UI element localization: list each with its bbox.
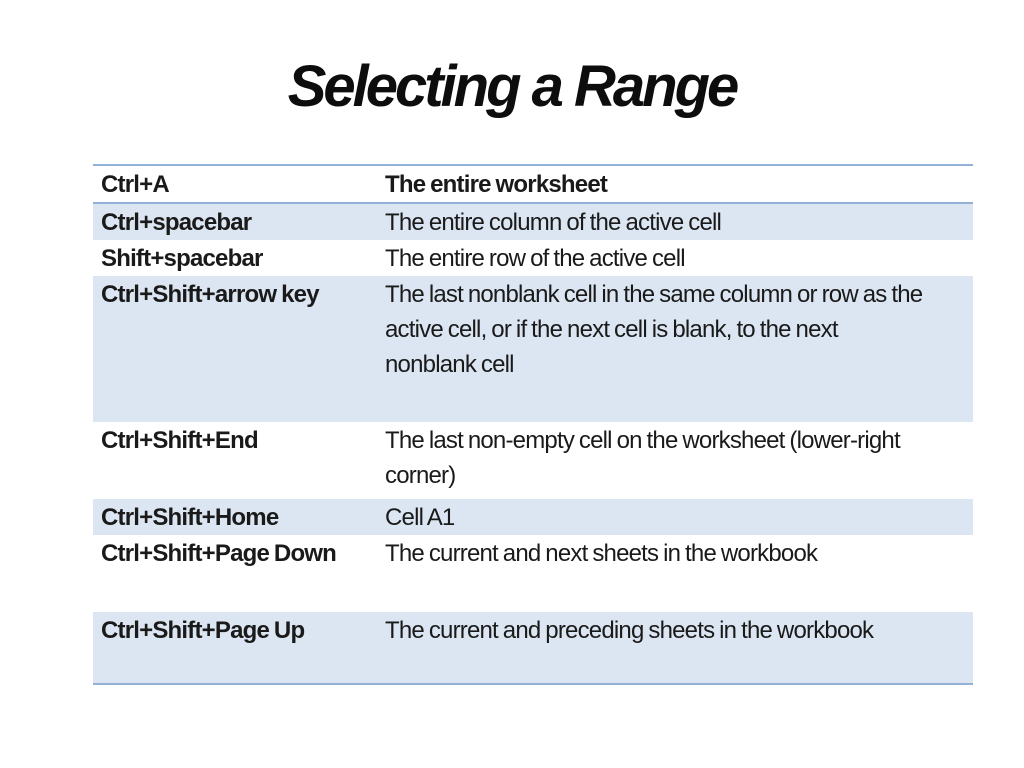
table-row: Ctrl+Shift+Home Cell A1	[93, 499, 973, 535]
table-row: Ctrl+Shift+arrow key The last nonblank c…	[93, 276, 973, 422]
shortcut-description-cell: The last non-empty cell on the worksheet…	[385, 427, 901, 489]
shortcut-description-cell: The current and next sheets in the workb…	[385, 540, 818, 567]
shortcut-description-cell: The entire column of the active cell	[385, 209, 722, 236]
shortcut-key-cell: Ctrl+A	[101, 171, 170, 198]
shortcut-key-cell: Shift+spacebar	[101, 245, 263, 272]
shortcut-description-cell: The entire worksheet	[385, 171, 608, 198]
shortcuts-table: Ctrl+A The entire worksheet Ctrl+spaceba…	[93, 164, 973, 685]
shortcut-description-cell: The last nonblank cell in the same colum…	[385, 281, 923, 378]
table-row: Ctrl+spacebar The entire column of the a…	[93, 204, 973, 240]
table-row: Ctrl+Shift+Page Up The current and prece…	[93, 612, 973, 683]
shortcut-key-cell: Ctrl+Shift+End	[101, 427, 259, 454]
shortcut-description-cell: The entire row of the active cell	[385, 245, 686, 272]
shortcut-key-cell: Ctrl+spacebar	[101, 209, 252, 236]
table-row: Ctrl+A The entire worksheet	[93, 166, 973, 204]
table-row: Ctrl+Shift+End The last non-empty cell o…	[93, 422, 973, 499]
shortcut-key-cell: Ctrl+Shift+Home	[101, 504, 279, 531]
slide-title: Selecting a Range	[287, 54, 740, 119]
shortcut-description-cell: Cell A1	[385, 504, 455, 531]
table-row: Shift+spacebar The entire row of the act…	[93, 240, 973, 276]
table-row: Ctrl+Shift+Page Down The current and nex…	[93, 535, 973, 612]
shortcut-key-cell: Ctrl+Shift+Page Up	[101, 617, 305, 644]
shortcut-description-cell: The current and preceding sheets in the …	[385, 617, 874, 644]
shortcut-key-cell: Ctrl+Shift+arrow key	[101, 281, 320, 308]
shortcut-key-cell: Ctrl+Shift+Page Down	[101, 540, 337, 567]
